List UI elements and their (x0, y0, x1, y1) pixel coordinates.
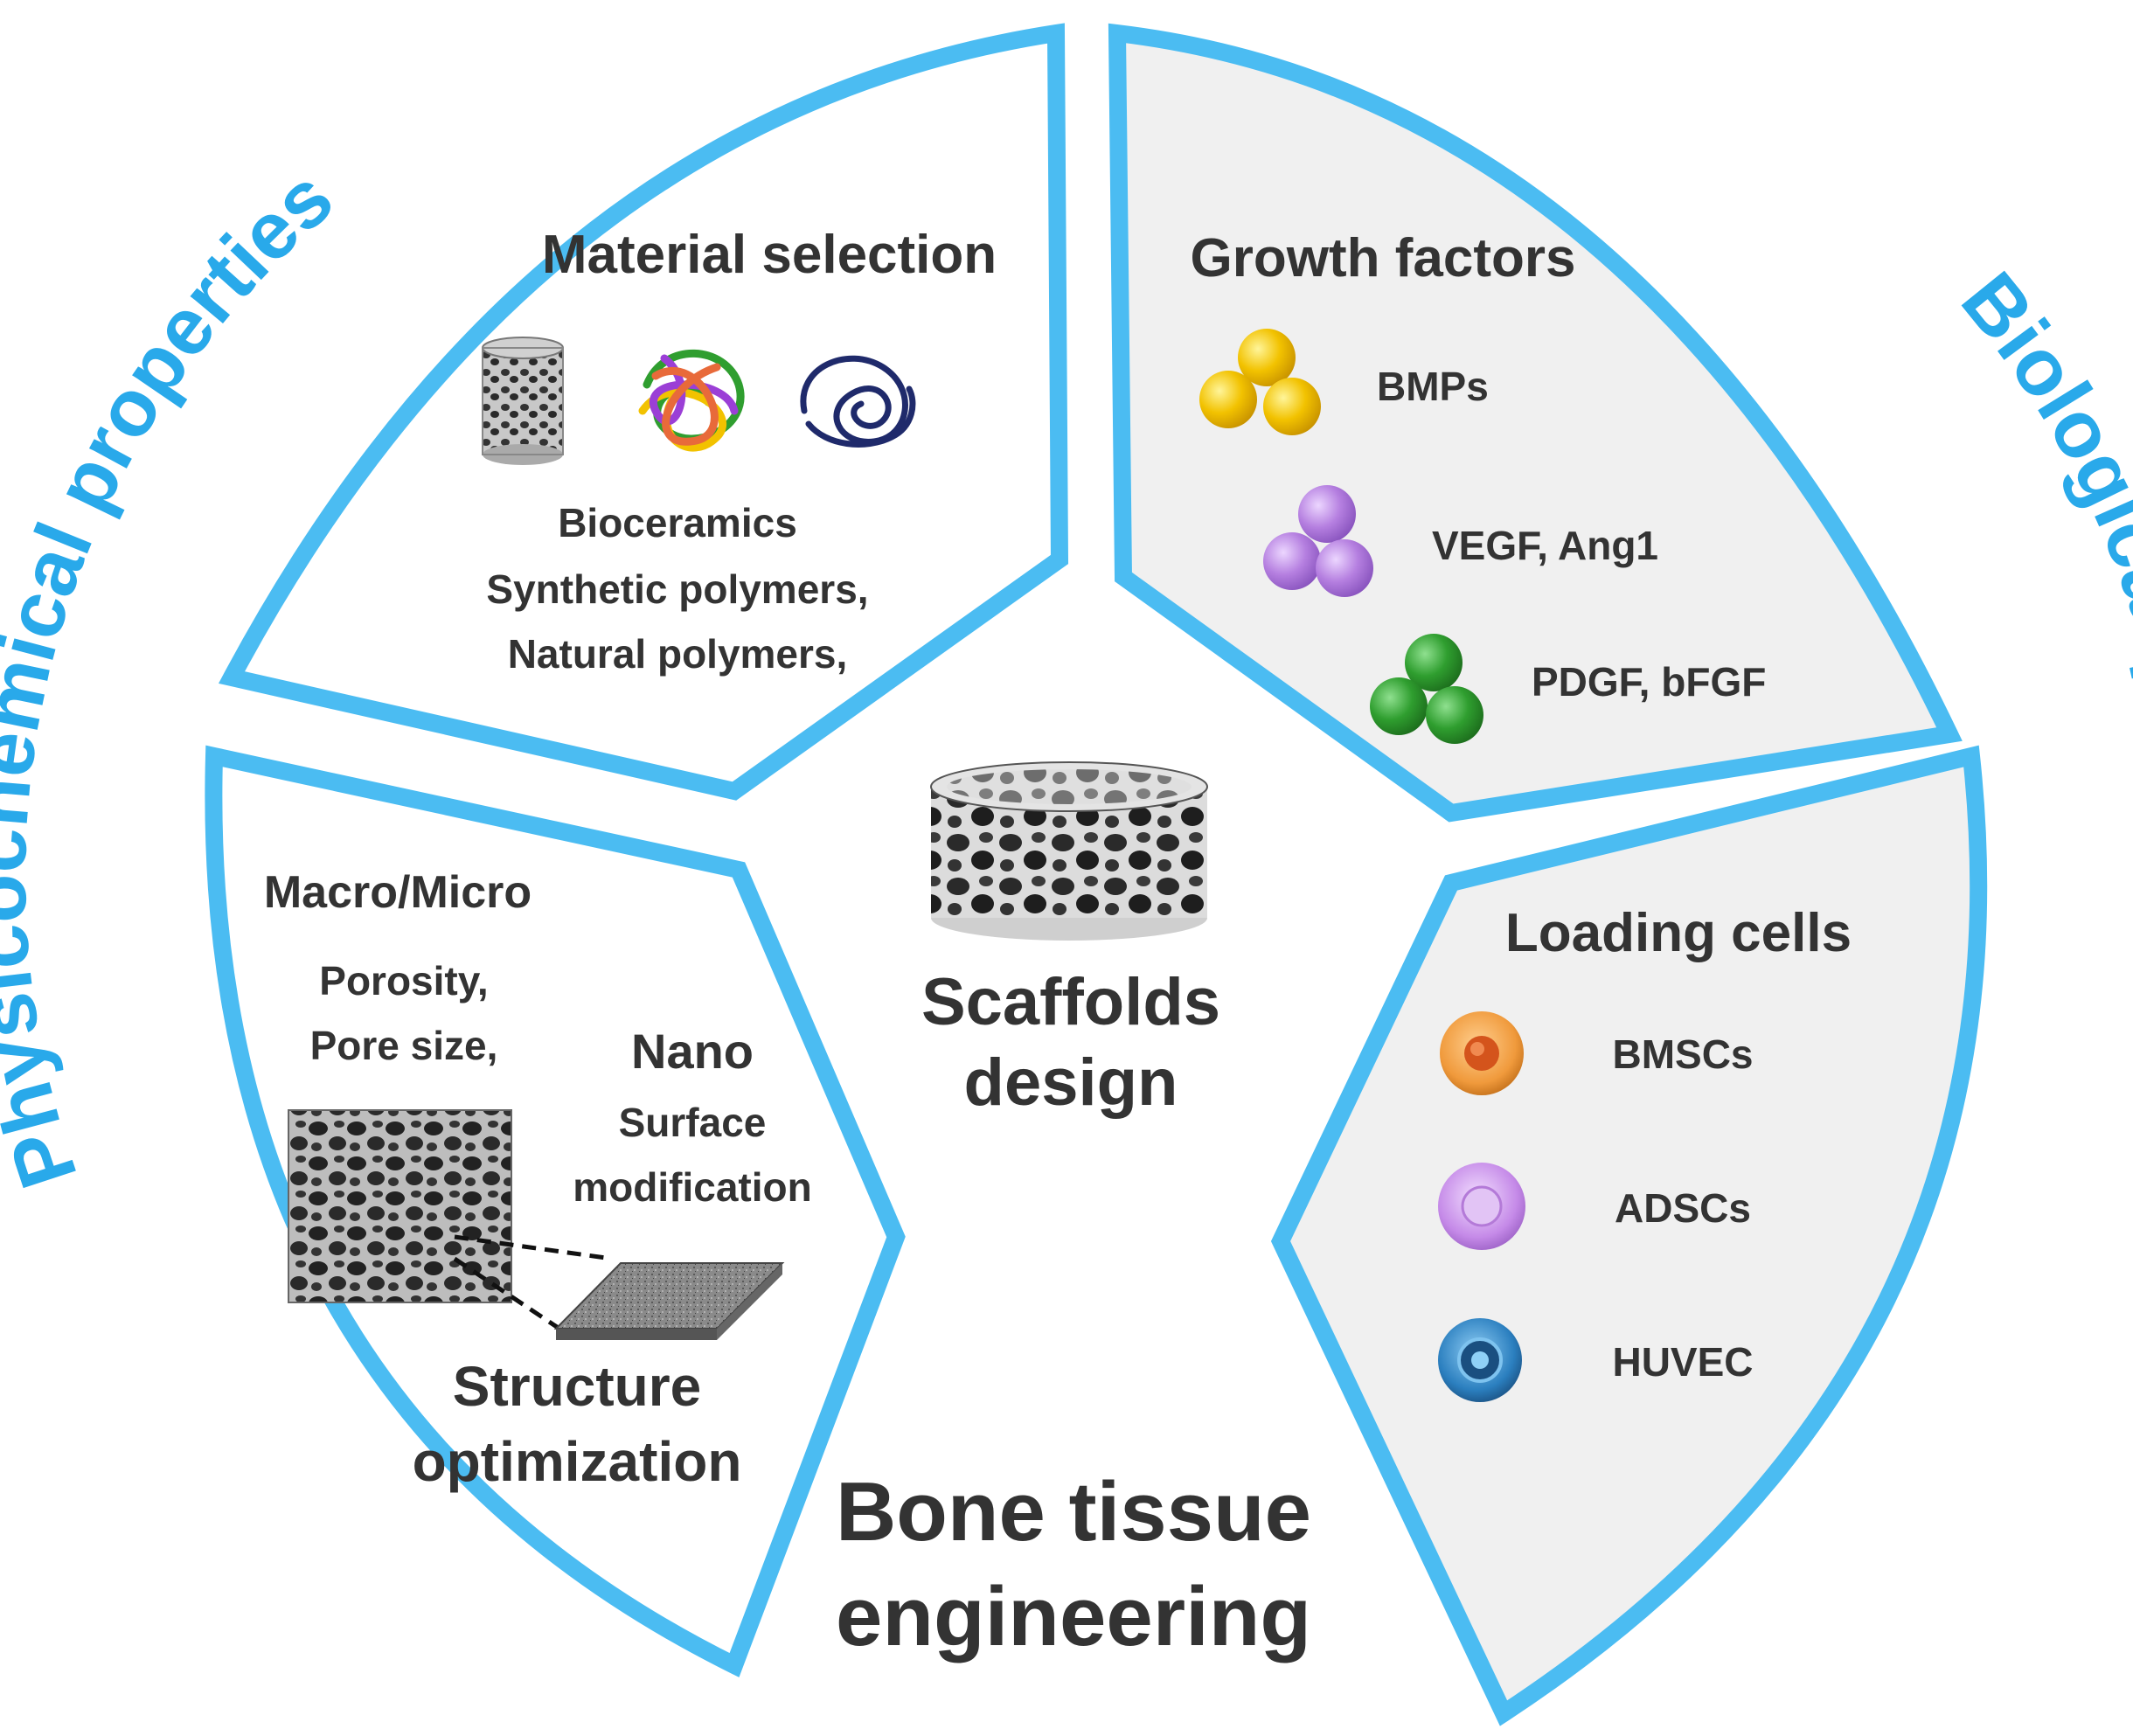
adscs-cell-icon (1438, 1163, 1525, 1250)
panel-structure-optimization-outline (205, 745, 906, 1677)
growth-factor-label-pdgf: PDGF, bFGF (1532, 659, 1766, 705)
cell-label-adscs: ADSCs (1615, 1185, 1751, 1231)
material-selection-title: Material selection (542, 225, 997, 285)
structure-title-line2: optimization (413, 1430, 742, 1493)
material-line-synthetic: Synthetic polymers, (486, 566, 868, 612)
porous-cylinder-icon (482, 337, 564, 465)
bmscs-cell-icon (1440, 1011, 1524, 1095)
panel-structure-optimization (205, 745, 906, 1677)
cell-label-huvec: HUVEC (1612, 1339, 1753, 1385)
pore-size-label: Pore size, (310, 1023, 498, 1068)
nano-surface-sheet-icon (553, 1262, 785, 1340)
scaffold-cylinder-icon (930, 761, 1208, 941)
growth-factor-label-vegf: VEGF, Ang1 (1432, 523, 1658, 568)
synthetic-polymer-tangle-icon (638, 349, 745, 452)
panel-growth-factors (1108, 23, 1963, 823)
natural-polymer-coil-icon (800, 355, 916, 448)
modification-label: modification (573, 1164, 811, 1210)
loading-cells-title: Loading cells (1505, 903, 1852, 963)
vegf-cluster-icon (1263, 485, 1373, 597)
panel-loading-cells-outline (1270, 745, 1988, 1726)
zoom-dashed-lines (453, 1234, 613, 1331)
porosity-label: Porosity, (319, 958, 488, 1003)
footer-title-line1: Bone tissue (836, 1465, 1311, 1559)
material-line-bioceramics: Bioceramics (558, 500, 797, 545)
nano-title: Nano (631, 1024, 754, 1079)
center-title-scaffolds: Scaffolds (921, 965, 1220, 1039)
material-line-natural: Natural polymers, (508, 631, 848, 677)
cell-label-bmscs: BMSCs (1612, 1031, 1753, 1077)
pdgf-cluster-icon (1370, 634, 1483, 744)
growth-factor-label-bmps: BMPs (1377, 364, 1489, 409)
panel-growth-factors-outline (1108, 23, 1963, 823)
bmps-cluster-icon (1199, 329, 1321, 435)
huvec-cell-icon (1438, 1318, 1522, 1402)
surface-label: Surface (619, 1100, 767, 1145)
center-title-design: design (964, 1045, 1178, 1120)
footer-title-line2: engineering (836, 1570, 1311, 1663)
structure-title-line1: Structure (453, 1355, 702, 1418)
panel-loading-cells (1270, 745, 1988, 1726)
growth-factors-title: Growth factors (1191, 228, 1576, 288)
macro-micro-title: Macro/Micro (264, 867, 532, 918)
